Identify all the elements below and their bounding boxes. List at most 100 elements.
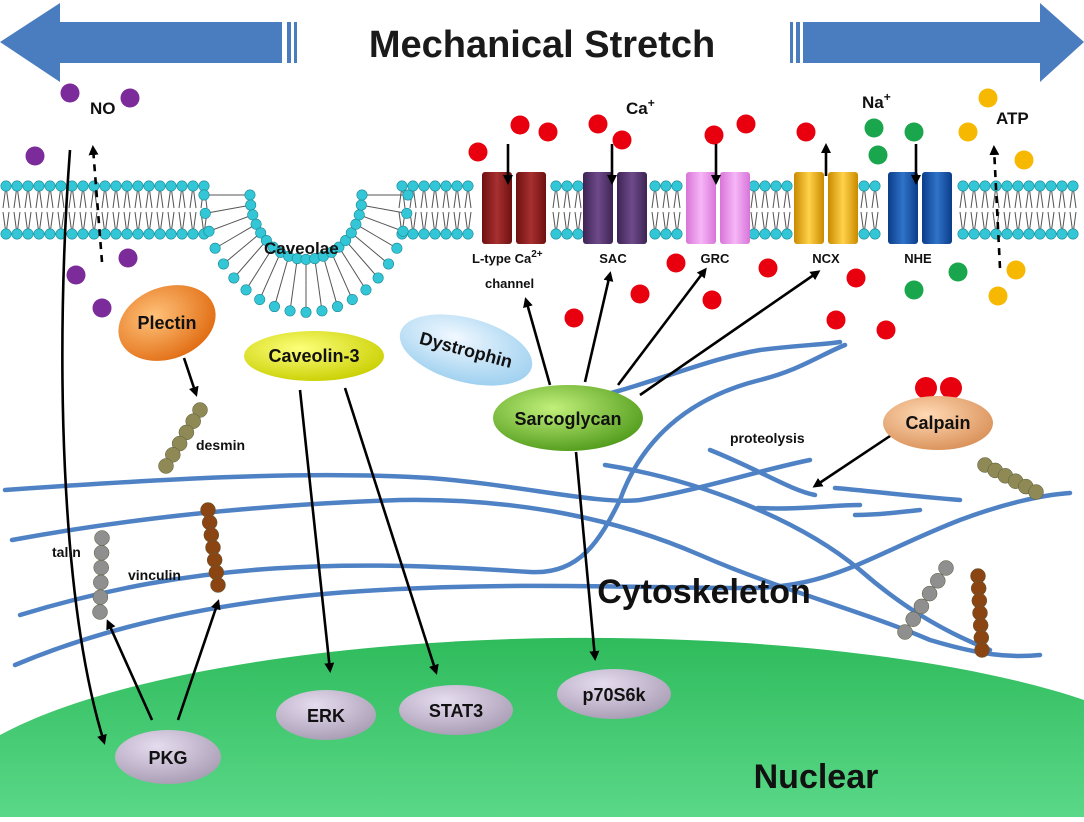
stat3-label: STAT3: [429, 701, 483, 721]
no-molecule: [25, 146, 45, 166]
page-title: Mechanical Stretch: [369, 24, 715, 66]
na-ion: [904, 280, 924, 300]
sarcoglycan-to-sac-arrow: [583, 271, 614, 383]
membrane-head: [143, 228, 155, 240]
membrane-head: [561, 228, 573, 240]
bead: [93, 574, 109, 591]
atp-release-arrow: [989, 145, 1002, 269]
membrane-head: [260, 235, 272, 247]
no-label: NO: [90, 99, 116, 118]
membrane-head: [77, 180, 89, 192]
membrane-head: [407, 180, 419, 192]
membrane-head: [671, 180, 683, 192]
membrane-head: [572, 180, 584, 192]
membrane-head: [429, 180, 441, 192]
bead: [158, 458, 174, 474]
membrane-head: [228, 272, 240, 284]
caveolae-label: Caveolae: [264, 239, 339, 258]
membrane-head: [240, 284, 252, 296]
sarcoglycan-to-ncx-arrow: [639, 270, 821, 397]
membrane-head: [748, 228, 760, 240]
membrane-head: [66, 228, 78, 240]
membrane-head: [209, 242, 221, 254]
bead: [93, 559, 109, 576]
ca-ion: [468, 142, 488, 162]
membrane-head: [247, 209, 259, 221]
nuclear-label: Nuclear: [754, 758, 879, 796]
membrane-head: [165, 228, 177, 240]
membrane-head: [1034, 180, 1046, 192]
bead: [93, 545, 110, 561]
proteolysis-label: proteolysis: [730, 430, 805, 446]
stat3-node: STAT3: [399, 685, 513, 735]
membrane-head: [383, 258, 395, 270]
caveolin-node: Caveolin-3: [244, 331, 384, 381]
membrane-head: [268, 301, 280, 313]
ncx-label: NCX: [812, 251, 840, 266]
atp-molecule: [988, 286, 1008, 306]
membrane-head: [396, 180, 408, 192]
membrane-head: [401, 207, 413, 219]
caveolin-label: Caveolin-3: [268, 346, 359, 366]
no-molecule: [118, 248, 138, 268]
bead-chains: [92, 402, 1044, 658]
ca-ion: [630, 284, 650, 304]
membrane-head: [572, 228, 584, 240]
membrane-head: [748, 180, 760, 192]
membrane-head: [33, 180, 45, 192]
membrane-head: [88, 180, 100, 192]
membrane-head: [353, 209, 365, 221]
cytoskeleton-label: Cytoskeleton: [597, 573, 811, 611]
membrane-head: [1012, 228, 1024, 240]
bead: [897, 624, 913, 640]
membrane-head: [346, 294, 358, 306]
atp-molecule: [1014, 150, 1034, 170]
membrane-head: [345, 227, 357, 239]
bead: [92, 604, 108, 620]
grc-channel: [686, 172, 750, 244]
membrane-head: [245, 199, 257, 211]
membrane-head: [99, 180, 111, 192]
membrane-head: [979, 180, 991, 192]
ltype-channel-label-line2: channel: [485, 276, 534, 291]
membrane-head: [22, 228, 34, 240]
membrane-head: [649, 180, 661, 192]
calpain-label: Calpain: [905, 413, 970, 433]
membrane-head: [869, 180, 881, 192]
membrane-head: [340, 235, 352, 247]
nhe-label: NHE: [904, 251, 932, 266]
no-molecule: [66, 265, 86, 285]
right-stretch-arrow: [803, 3, 1084, 82]
membrane-head: [55, 180, 67, 192]
no-molecule: [60, 83, 80, 103]
plectin-node: Plectin: [118, 285, 216, 361]
membrane-head: [429, 228, 441, 240]
sarcoglycan-to-p70s6k-arrow: [574, 451, 600, 661]
bead: [913, 598, 930, 615]
membrane-head: [979, 228, 991, 240]
ca-ion: [538, 122, 558, 142]
pkg-node: PKG: [115, 730, 221, 784]
ca-ion: [876, 320, 896, 340]
membrane-head: [561, 180, 573, 192]
calpain-ca-dot: [940, 377, 962, 399]
plectin-to-desmin-arrow: [182, 357, 199, 397]
na-label: Na+: [862, 90, 891, 112]
membrane-head: [121, 180, 133, 192]
membrane-head: [550, 228, 562, 240]
ca-ion: [736, 114, 756, 134]
membrane-head: [22, 180, 34, 192]
membrane-head: [355, 199, 367, 211]
membrane-head: [333, 241, 345, 253]
membrane-head: [132, 228, 144, 240]
membrane-head: [244, 189, 256, 201]
membrane-head: [1001, 180, 1013, 192]
membrane-head: [154, 228, 166, 240]
membrane-head: [121, 228, 133, 240]
membrane-head: [0, 228, 12, 240]
cell-membrane: [0, 180, 1079, 318]
membrane-head: [660, 180, 672, 192]
bead: [905, 611, 921, 627]
